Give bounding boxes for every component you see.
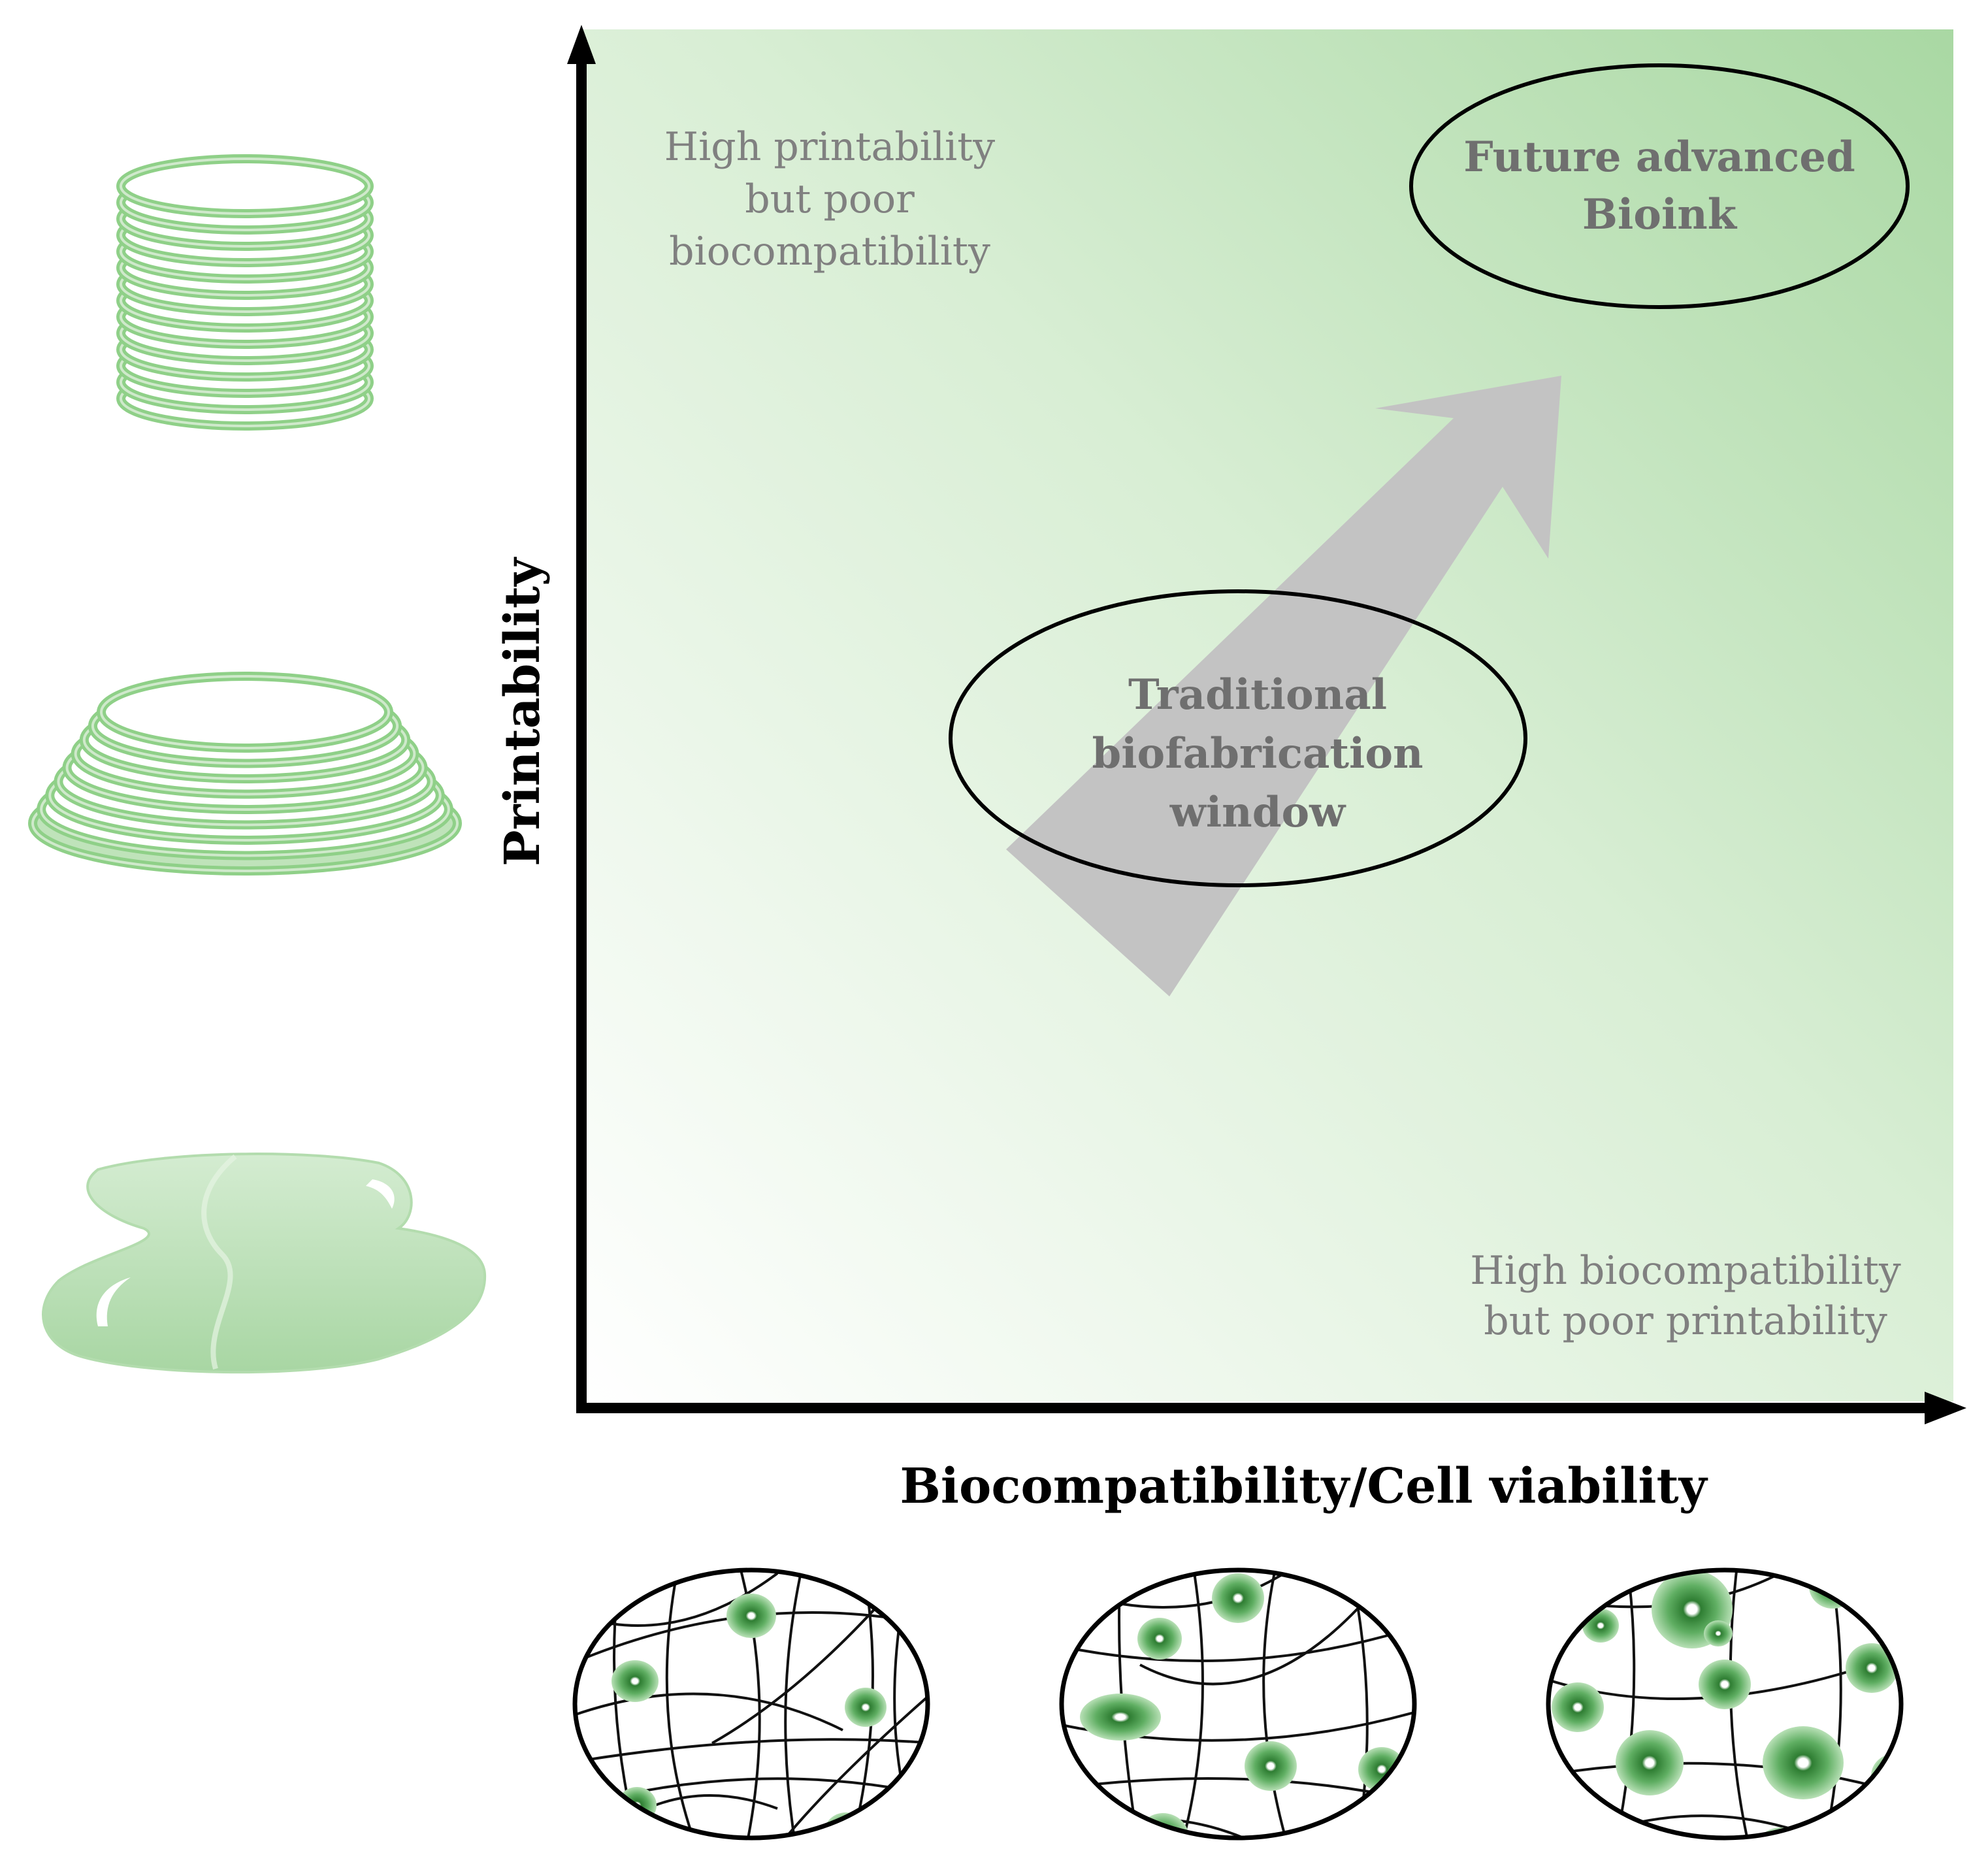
spreading-filament-stack-icon [28, 672, 462, 876]
cell-dot [1614, 1833, 1653, 1838]
region-bottom-right-line-1: High biocompatibility [1470, 1248, 1901, 1294]
cell-dot [726, 1594, 776, 1638]
region-top-left-line-3: biocompatibility [669, 229, 990, 274]
cell-dot [1137, 1618, 1182, 1660]
network-3-border [1546, 1567, 1904, 1841]
traditional-line-3: window [1169, 788, 1346, 837]
traditional-line-2: biofabrication [1092, 729, 1423, 778]
region-top-left-line-1: High printability [664, 124, 996, 170]
fiber-strand [776, 1690, 928, 1838]
cell-dot [1245, 1741, 1297, 1791]
cell-dot [1616, 1730, 1684, 1795]
fiber-strand [575, 1692, 843, 1731]
puddle-lobe [201, 1154, 237, 1370]
fiber-strand [665, 1570, 700, 1838]
filament-ring-highlight [100, 675, 390, 749]
fiber-strand [1139, 1572, 1390, 1686]
fiber-strand [784, 1570, 805, 1838]
traditional-window-label: Traditional biofabrication window [1092, 670, 1423, 837]
cell-dot [1704, 1620, 1733, 1646]
tall-filament-stack-icon [116, 154, 374, 431]
fiber-strand [1548, 1761, 1901, 1797]
cell-dot [611, 1660, 659, 1702]
x-axis-label: Biocompatibility/Cell viability [900, 1458, 1708, 1515]
axes [567, 25, 1966, 1424]
cell-dot [1809, 1570, 1856, 1609]
network-3-cells [1548, 1570, 1901, 1838]
traditional-window-ellipse [949, 589, 1527, 887]
future-line-2: Bioink [1582, 190, 1738, 239]
fiber-strand [711, 1585, 896, 1745]
network-1-fill [575, 1570, 928, 1838]
cell-dot [1871, 1754, 1901, 1798]
puddle-highlight-right [366, 1179, 395, 1209]
cell-dot [1763, 1726, 1844, 1799]
network-2-border [1059, 1567, 1417, 1841]
fiber-strand [1178, 1570, 1204, 1838]
cell-dot [845, 1688, 887, 1727]
region-top-left-line-2: but poor [745, 176, 915, 222]
dense-cell-network-icon [1546, 1567, 1904, 1841]
medium-cell-network-icon [1059, 1567, 1417, 1841]
y-axis-label: Printability [495, 557, 551, 866]
fiber-strand [1062, 1624, 1414, 1662]
y-axis-arrowhead [567, 25, 596, 64]
region-bottom-right-caption: High biocompatibility but poor printabil… [1470, 1248, 1901, 1344]
cell-dot [1212, 1573, 1264, 1623]
fiber-strand [575, 1738, 928, 1764]
traditional-line-1: Traditional [1128, 670, 1387, 719]
puddle-icon [42, 1153, 487, 1374]
progress-arrow [1006, 376, 1561, 996]
cell-dot [1582, 1609, 1619, 1643]
fiber-strand [1262, 1570, 1292, 1838]
fiber-strand [1729, 1570, 1752, 1838]
cell-dot [1846, 1643, 1898, 1693]
sparse-cell-network-icon [572, 1567, 930, 1841]
future-line-1: Future advanced [1463, 133, 1855, 182]
cell-dot [1699, 1660, 1751, 1709]
region-bottom-right-line-2: but poor printability [1484, 1298, 1887, 1344]
region-top-left-caption: High printability but poor biocompatibil… [664, 124, 996, 274]
filament-ring-highlight [120, 157, 370, 215]
cell-dot [1080, 1694, 1161, 1741]
future-bioink-ellipse [1409, 63, 1910, 309]
network-1-border [572, 1567, 930, 1841]
future-bioink-label: Future advanced Bioink [1463, 133, 1855, 239]
x-axis-arrowhead [1925, 1392, 1966, 1424]
cell-dot [1552, 1682, 1604, 1732]
puddle-shape [42, 1153, 487, 1374]
puddle-highlight-left [96, 1277, 131, 1326]
